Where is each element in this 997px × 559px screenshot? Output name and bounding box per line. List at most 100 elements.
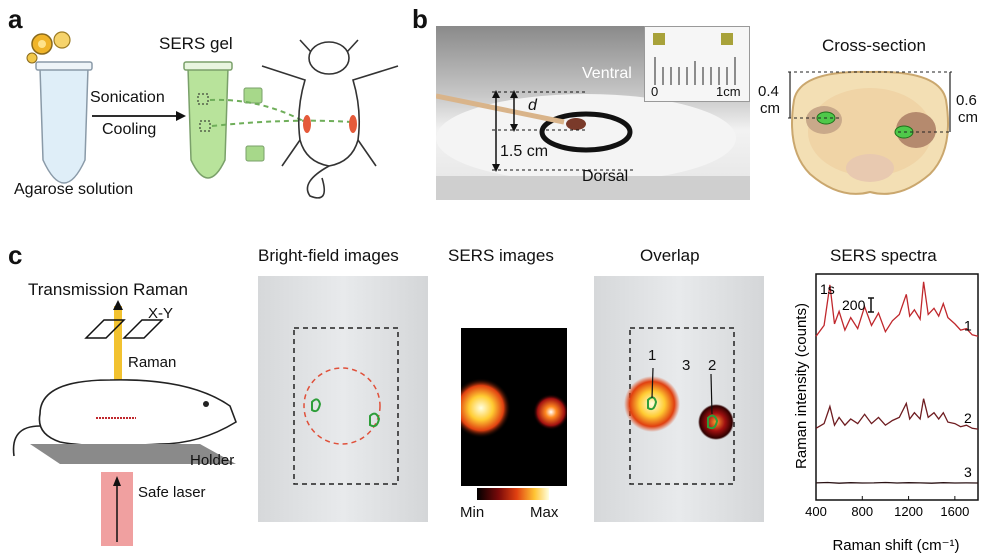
sers-heatmap	[461, 328, 567, 486]
ventral-label: Ventral	[582, 65, 632, 82]
raman-label: Raman	[128, 354, 177, 371]
gel-cube-photo	[653, 33, 665, 45]
left-depth-unit: cm	[760, 100, 780, 117]
bright-field-title: Bright-field images	[258, 246, 399, 265]
gel-outline	[647, 396, 658, 411]
spectrum-line-3	[815, 481, 979, 484]
panel-a-illustration	[26, 31, 399, 199]
organ	[896, 112, 936, 148]
bright-field-image	[258, 276, 428, 522]
x-tick-label: 800	[851, 504, 873, 519]
overlap-title: Overlap	[640, 246, 700, 265]
spot-1-leader	[651, 367, 654, 399]
nanoparticle-icon	[53, 31, 71, 49]
spectrum-line-1	[815, 281, 979, 337]
gel-cube-marker	[197, 93, 209, 105]
colorbar-min-label: Min	[460, 504, 485, 521]
holder-label: Holder	[190, 452, 235, 469]
colorbar	[477, 488, 549, 500]
x-tick-label: 400	[805, 504, 827, 519]
depth-d-label: d	[528, 97, 537, 114]
mouse-tail	[12, 425, 41, 457]
sers-images-title: SERS images	[448, 246, 554, 265]
bright-field-overlay	[293, 327, 399, 485]
gel-cube-icon	[243, 87, 263, 104]
gel-outline	[707, 414, 719, 430]
spectrum-label-1: 1	[964, 317, 972, 333]
spot-2-label: 2	[708, 357, 717, 374]
right-depth-value: 0.6	[956, 92, 977, 109]
ruler-one-label: 1cm	[716, 84, 741, 99]
overlap-image	[594, 276, 764, 522]
xy-stage-icon	[84, 319, 164, 339]
process-arrowhead	[176, 111, 186, 121]
time-annotation: 1s	[820, 281, 835, 297]
cross-section-title: Cross-section	[822, 36, 926, 55]
agarose-tube	[39, 67, 89, 184]
cavity	[808, 88, 932, 176]
ruler-inset	[644, 26, 750, 102]
cross-section-diagram	[788, 70, 952, 195]
plot-frame	[815, 273, 979, 501]
sers-heatmap-drawing	[461, 378, 567, 438]
agarose-caption: Agarose solution	[14, 181, 134, 198]
panel-c-label: c	[8, 240, 23, 270]
dorsal-label: Dorsal	[582, 168, 629, 185]
x-tick-label: 1600	[940, 504, 969, 519]
spectrum-label-3: 3	[964, 464, 972, 480]
holder-plate	[30, 444, 236, 464]
colorbar-max-label: Max	[530, 504, 559, 521]
target-circle	[303, 367, 381, 445]
sers-spectra-chart: 400 800 1200 1600 1 2 3 1s 200 Raman shift (c…	[793, 273, 979, 554]
cooling-label: Cooling	[102, 121, 157, 138]
raman-beam	[114, 306, 122, 416]
sonication-label: Sonication	[90, 89, 165, 106]
scale-bar-label: 200	[842, 297, 866, 313]
ruler-zero-label: 0	[651, 84, 659, 99]
mouse-body	[436, 94, 736, 182]
implant-path	[209, 98, 306, 123]
spectrum-label-2: 2	[964, 410, 972, 426]
scan-region	[293, 327, 399, 485]
gel-cube-marker	[199, 120, 211, 132]
gel-cube-icon	[245, 145, 265, 162]
tube-cap	[35, 61, 93, 71]
implant-path	[211, 119, 353, 127]
implant-site	[303, 115, 311, 133]
x-axis-label: Raman shift (cm⁻¹)	[832, 537, 959, 554]
wooden-stick	[436, 93, 565, 125]
spot-2-leader	[710, 373, 713, 415]
spectrum-line-2	[815, 398, 979, 430]
mouse-side-drawing	[436, 90, 750, 200]
spine	[846, 154, 894, 182]
safe-laser-label: Safe laser	[138, 484, 206, 501]
depth-total-label: 1.5 cm	[500, 143, 549, 160]
gel-cube-photo	[721, 33, 733, 45]
hotspot-1	[461, 378, 511, 438]
transmission-raman-title: Transmission Raman	[28, 280, 188, 299]
overlap-hotspot-1	[624, 376, 680, 432]
y-axis-label: Raman intensity (counts)	[793, 303, 810, 469]
gel-outline	[369, 412, 381, 428]
x-tick-label: 1200	[894, 504, 923, 519]
platform	[436, 176, 750, 200]
black-tube	[539, 111, 633, 153]
mouse-outline	[261, 39, 399, 199]
gel-outline	[311, 398, 322, 413]
panel-a-label: a	[8, 4, 23, 34]
spot-3-label: 3	[682, 357, 691, 374]
spot-1-label: 1	[648, 347, 657, 364]
right-depth-unit: cm	[958, 109, 978, 126]
overlap-drawing	[624, 327, 735, 485]
implant-site	[349, 115, 357, 133]
sers-gel-title: SERS gel	[159, 34, 233, 53]
sers-gel-tube	[187, 67, 229, 179]
raman-setup-illustration	[12, 300, 237, 546]
nanoparticle-core-icon	[38, 40, 46, 48]
mouse-side-view	[38, 379, 237, 447]
panel-b-label: b	[412, 4, 428, 34]
ruler-ticks	[653, 33, 736, 85]
xy-label: X-Y	[148, 305, 174, 322]
nanoparticle-icon	[26, 52, 38, 64]
left-depth-value: 0.4	[758, 83, 779, 100]
